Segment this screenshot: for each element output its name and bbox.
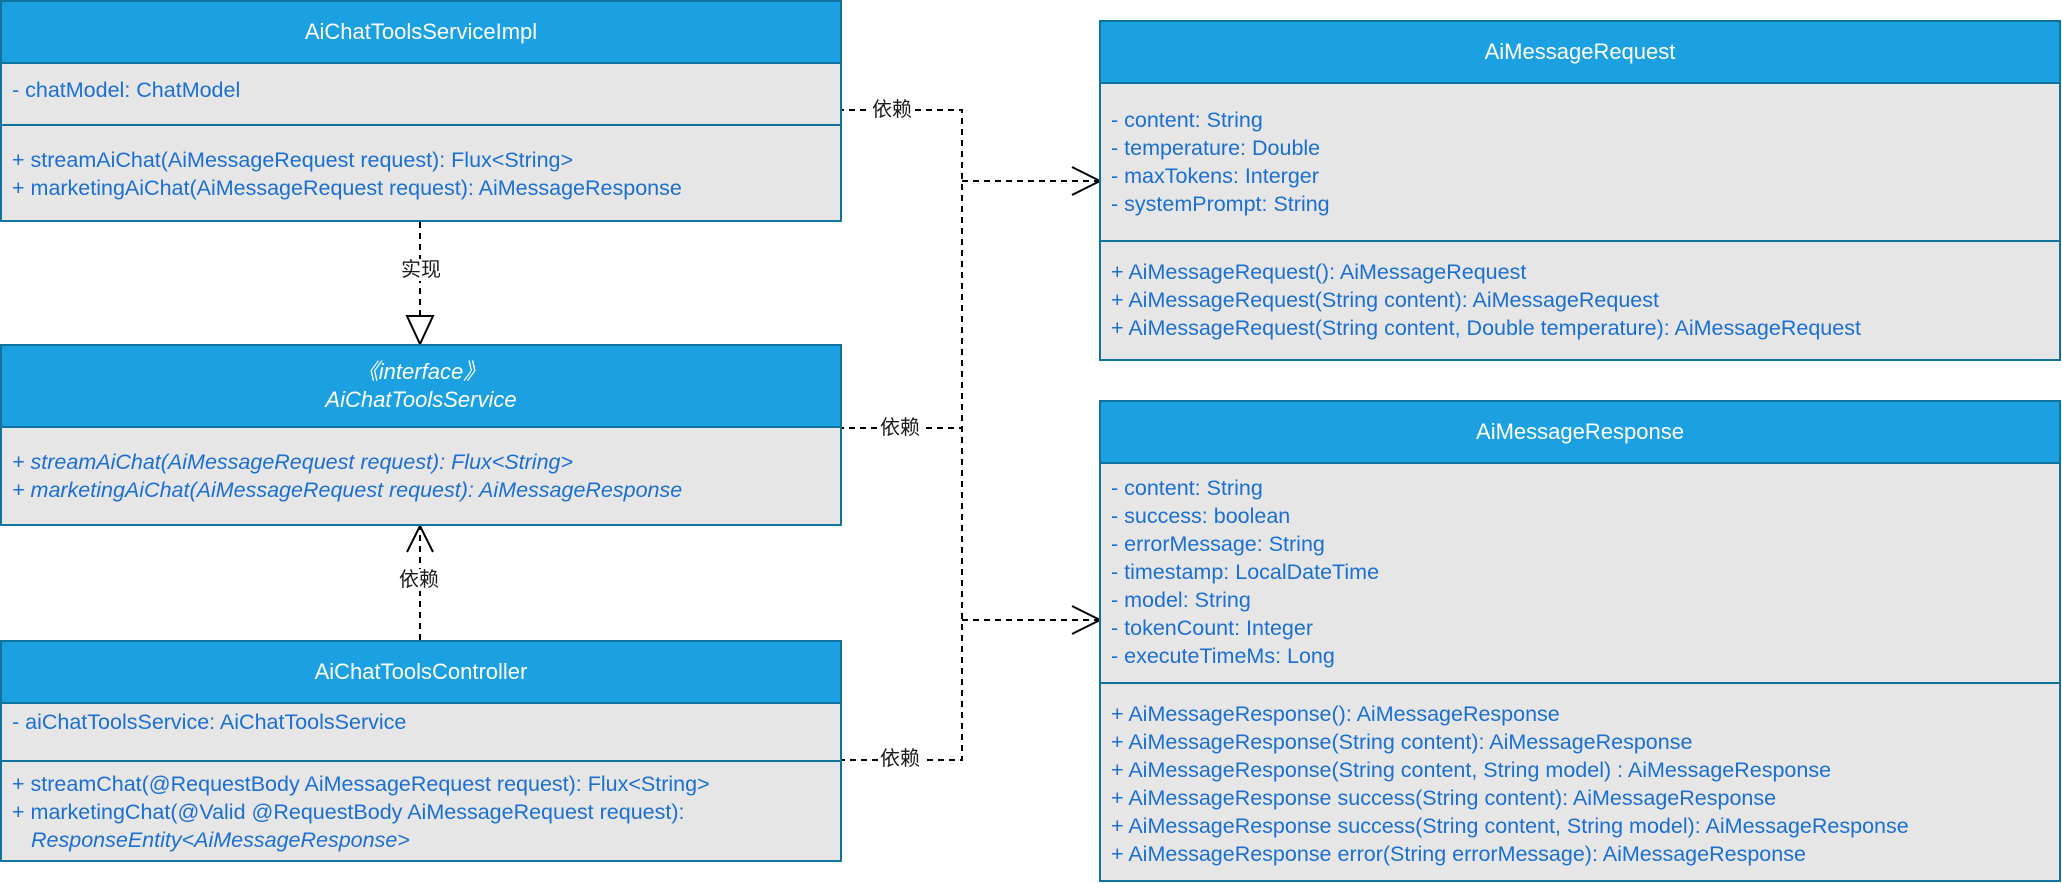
class-aichattoolsserviceimpl[interactable]: AiChatToolsServiceImpl - chatModel: Chat… xyxy=(0,0,842,222)
method-row: + AiMessageResponse(): AiMessageResponse xyxy=(1111,702,1560,726)
dependency-label-controller: 依赖 xyxy=(878,748,922,770)
method-row: + AiMessageResponse(String content, Stri… xyxy=(1111,758,1832,782)
attribute-row: - maxTokens: Interger xyxy=(1111,164,1319,188)
dependency-label-interface: 依赖 xyxy=(878,417,922,439)
attribute-row: - temperature: Double xyxy=(1111,136,1321,160)
method-row: + AiMessageRequest(String content): AiMe… xyxy=(1111,288,1659,312)
method-row: + streamAiChat(AiMessageRequest request)… xyxy=(12,450,574,474)
method-row: + marketingChat(@Valid @RequestBody AiMe… xyxy=(12,800,685,824)
method-row: + marketingAiChat(AiMessageRequest reque… xyxy=(12,176,682,200)
attribute-row: - systemPrompt: String xyxy=(1111,192,1330,216)
class-header: 《interface》 AiChatToolsService xyxy=(2,346,840,428)
methods-section: + streamChat(@RequestBody AiMessageReque… xyxy=(2,760,840,860)
interface-stereotype: 《interface》 xyxy=(356,359,486,384)
class-aichattoolscontroller[interactable]: AiChatToolsController - aiChatToolsServi… xyxy=(0,640,842,862)
method-row: + AiMessageResponse error(String errorMe… xyxy=(1111,842,1806,866)
attributes-section: - content: String - temperature: Double … xyxy=(1101,106,2059,218)
attribute-row: - aiChatToolsService: AiChatToolsService xyxy=(12,710,407,734)
attribute-row: - content: String xyxy=(1111,108,1263,132)
class-header: AiChatToolsServiceImpl xyxy=(2,2,840,64)
methods-section: + streamAiChat(AiMessageRequest request)… xyxy=(2,448,840,504)
hollow-triangle-arrowhead xyxy=(405,315,435,347)
class-name: AiChatToolsController xyxy=(314,659,528,684)
method-row: + AiMessageResponse(String content): AiM… xyxy=(1111,730,1693,754)
method-row: + AiMessageRequest(): AiMessageRequest xyxy=(1111,260,1527,284)
class-header: AiMessageResponse xyxy=(1101,402,2059,464)
realization-label: 实现 xyxy=(399,259,443,281)
class-aimessagerequest[interactable]: AiMessageRequest - content: String - tem… xyxy=(1099,20,2061,361)
class-name: AiChatToolsService xyxy=(325,387,517,412)
attributes-section: - content: String - success: boolean - e… xyxy=(1101,474,2059,670)
class-header: AiChatToolsController xyxy=(2,642,840,704)
attribute-row: - content: String xyxy=(1111,476,1263,500)
methods-section: + AiMessageResponse(): AiMessageResponse… xyxy=(1101,682,2059,880)
attribute-row: - model: String xyxy=(1111,588,1251,612)
class-aichattoolsservice-interface[interactable]: 《interface》 AiChatToolsService + streamA… xyxy=(0,344,842,526)
method-row: + AiMessageResponse success(String conte… xyxy=(1111,786,1777,810)
method-row-continuation: ResponseEntity<AiMessageResponse> xyxy=(31,828,410,852)
method-row: + streamAiChat(AiMessageRequest request)… xyxy=(12,148,574,172)
class-name: AiMessageRequest xyxy=(1484,39,1676,64)
attributes-section: - chatModel: ChatModel xyxy=(2,76,840,104)
methods-section: + streamAiChat(AiMessageRequest request)… xyxy=(2,124,840,220)
open-arrowhead-interface xyxy=(406,523,434,553)
class-name: AiChatToolsServiceImpl xyxy=(304,19,538,44)
class-name: AiMessageResponse xyxy=(1476,419,1684,444)
dependency-label-controller-interface: 依赖 xyxy=(397,569,441,591)
methods-section: + AiMessageRequest(): AiMessageRequest +… xyxy=(1101,240,2059,359)
attribute-row: - timestamp: LocalDateTime xyxy=(1111,560,1380,584)
method-row: + marketingAiChat(AiMessageRequest reque… xyxy=(12,478,683,502)
attribute-row: - tokenCount: Integer xyxy=(1111,616,1313,640)
attribute-row: - success: boolean xyxy=(1111,504,1291,528)
method-row: + AiMessageResponse success(String conte… xyxy=(1111,814,1909,838)
attribute-row: - errorMessage: String xyxy=(1111,532,1325,556)
class-header: AiMessageRequest xyxy=(1101,22,2059,84)
method-row: + streamChat(@RequestBody AiMessageReque… xyxy=(12,772,710,796)
attribute-row: - chatModel: ChatModel xyxy=(12,78,241,102)
method-row: + AiMessageRequest(String content, Doubl… xyxy=(1111,316,1861,340)
class-aimessageresponse[interactable]: AiMessageResponse - content: String - su… xyxy=(1099,400,2061,882)
attribute-row: - executeTimeMs: Long xyxy=(1111,644,1335,668)
dependency-label-impl: 依赖 xyxy=(870,99,914,121)
attributes-section: - aiChatToolsService: AiChatToolsService xyxy=(2,708,840,736)
